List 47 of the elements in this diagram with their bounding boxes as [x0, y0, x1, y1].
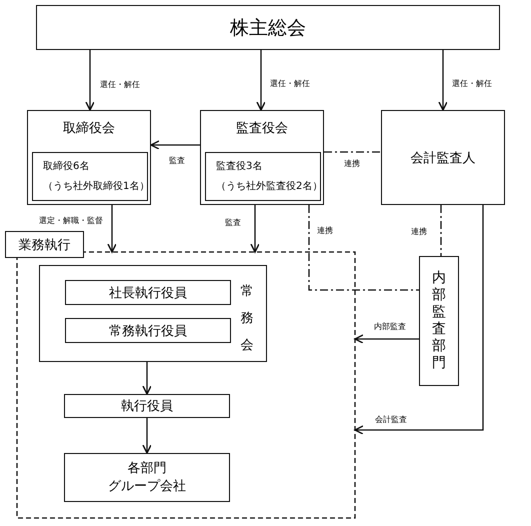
edge-label: 内部監査	[373, 322, 407, 332]
edge-label: 監査	[168, 156, 186, 166]
member-count: 監査役3名	[216, 160, 262, 173]
title-box: 株主総会	[36, 5, 500, 50]
member-count: 取締役6名	[43, 160, 90, 173]
process-box: 会計監査人	[381, 110, 505, 205]
member-note: （うち社外取締役1名）	[43, 180, 150, 193]
arrow	[107, 205, 117, 253]
process-box	[64, 453, 230, 502]
box-text: グループ会社	[108, 478, 186, 496]
dash-dot-line	[440, 205, 442, 256]
tab-label: 業務執行	[5, 231, 84, 258]
process-box: 執行役員	[64, 394, 230, 418]
group-box	[39, 265, 267, 362]
process-box: 常務執行役員	[65, 318, 231, 343]
arrow	[142, 362, 152, 395]
edge-label: 選任・解任	[99, 80, 141, 90]
box-heading: 監査役会	[235, 120, 289, 137]
arrow	[142, 418, 152, 454]
edge-label: 会計監査	[374, 415, 408, 425]
box-text: 各部門	[128, 460, 166, 478]
edge-label: 選任・解任	[451, 79, 493, 89]
edge-label: 連携	[316, 226, 334, 236]
arrow	[256, 50, 266, 111]
group-box	[200, 110, 324, 205]
edge-label: 監査	[224, 218, 242, 228]
inner-box	[32, 152, 148, 201]
arrow	[150, 140, 200, 150]
edge-label: 選任・解任	[269, 79, 311, 89]
dash-dot-line	[324, 151, 381, 153]
process-box	[419, 256, 459, 386]
arrow	[85, 50, 95, 111]
box-heading: 取締役会	[62, 120, 116, 137]
inner-box	[205, 152, 321, 201]
edge-label: 選定・解職・監督	[38, 216, 104, 226]
edge-label: 連携	[343, 159, 361, 169]
arrow	[250, 205, 260, 253]
group-box	[27, 110, 151, 205]
member-note: （うち社外監査役2名）	[216, 180, 322, 193]
arrow	[438, 50, 448, 111]
arrow	[354, 334, 419, 344]
process-box: 社長執行役員	[65, 280, 231, 305]
arrow	[354, 205, 484, 435]
vertical-label: 常務会	[240, 283, 254, 355]
dash-dot-line	[308, 205, 419, 291]
vertical-text: 内部監査部門	[431, 270, 447, 372]
edge-label: 連携	[410, 227, 428, 237]
